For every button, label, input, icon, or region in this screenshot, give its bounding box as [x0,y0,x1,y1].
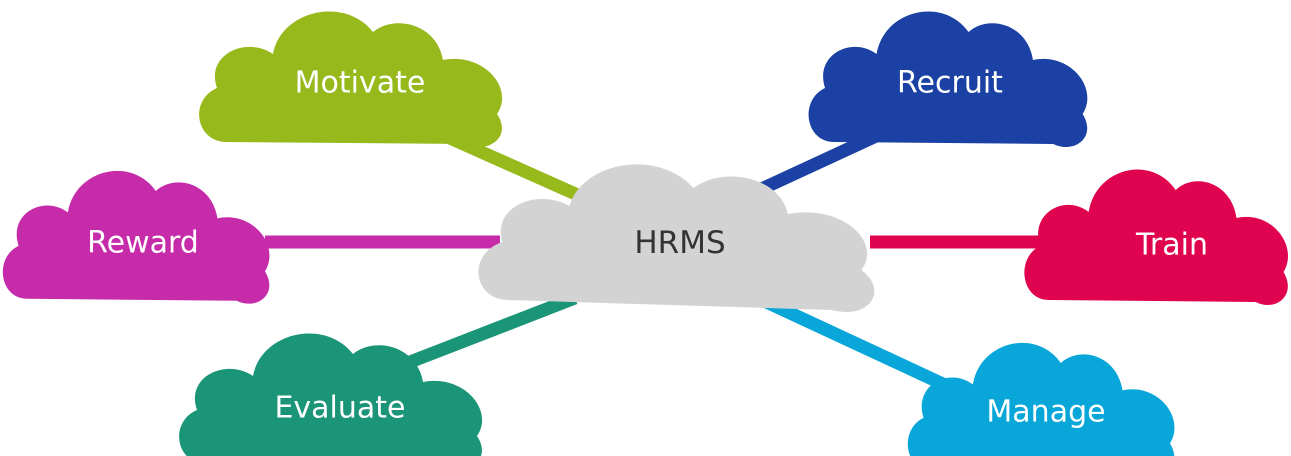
connector-evaluate [407,291,578,369]
node-motivate: Motivate [199,11,503,148]
label-reward: Reward [87,226,199,261]
center-node-hrms: HRMS [478,164,875,312]
node-reward: Reward [2,170,270,304]
center-label: HRMS [634,225,725,261]
node-evaluate: Evaluate [179,333,483,456]
node-recruit: Recruit [808,11,1088,148]
node-manage: Manage [907,342,1175,456]
label-evaluate: Evaluate [274,391,405,426]
label-recruit: Recruit [897,66,1003,101]
label-motivate: Motivate [295,66,426,101]
label-manage: Manage [986,395,1105,430]
label-train: Train [1135,228,1208,263]
node-train: Train [1024,169,1289,306]
